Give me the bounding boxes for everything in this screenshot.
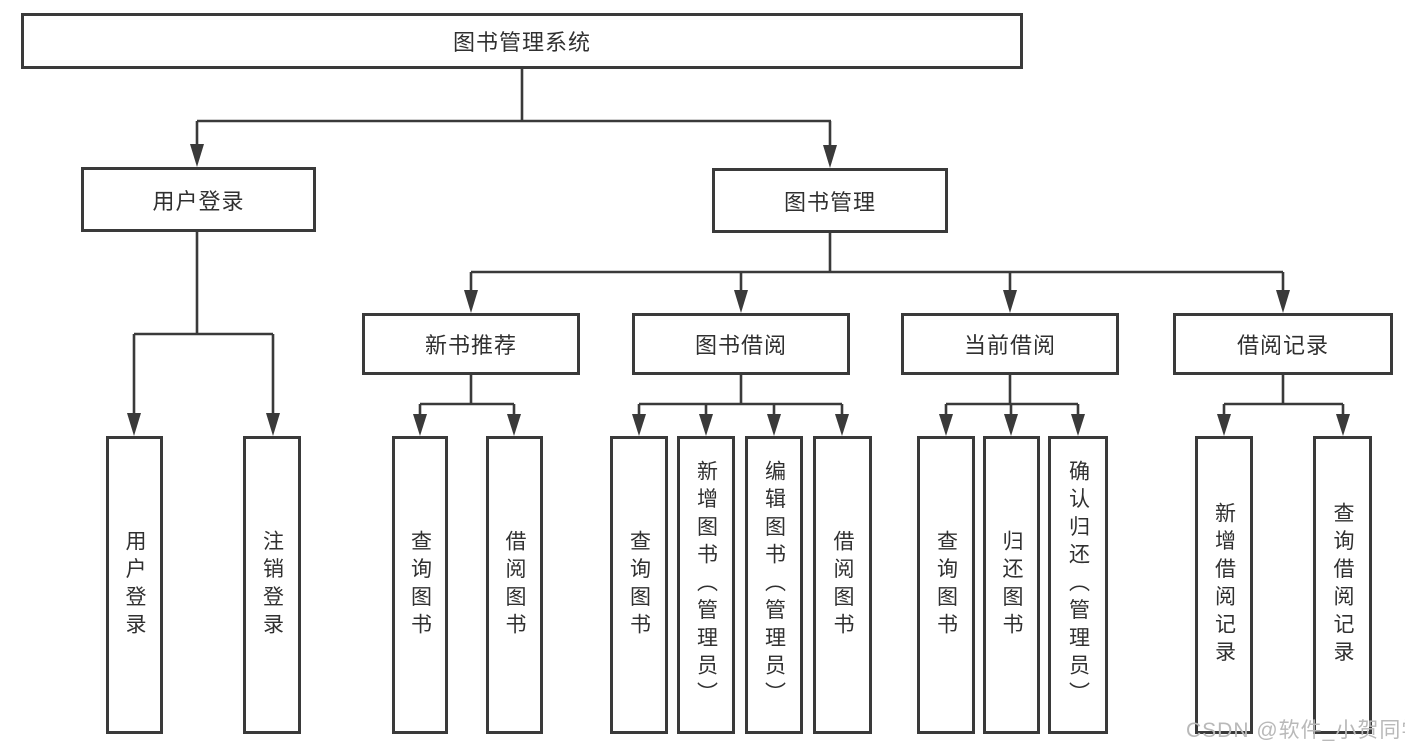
node-user-login: 用户登录 [81,167,316,232]
leaf-logout: 注销登录 [243,436,301,734]
leaf-cb-return-books-label: 归还图书 [1000,529,1023,641]
leaf-br-query-record: 查询借阅记录 [1313,436,1372,734]
leaf-bb-query-books-label: 查询图书 [627,529,651,641]
leaf-cb-query-books-label: 查询图书 [934,529,958,641]
leaf-bb-add-books-admin: 新增图书（管理员） [677,436,735,734]
leaf-user-login: 用户登录 [106,436,163,734]
leaf-cb-return-books: 归还图书 [983,436,1040,734]
node-book-management: 图书管理 [712,168,948,233]
leaf-user-login-label: 用户登录 [123,529,146,641]
leaf-nbr-borrow-books: 借阅图书 [486,436,543,734]
leaf-bb-borrow-books: 借阅图书 [813,436,872,734]
connector-borrow-records-to-leaves [1217,375,1350,436]
leaf-bb-query-books: 查询图书 [610,436,668,734]
connector-new-book-to-leaves [413,375,521,436]
leaf-nbr-query-books-label: 查询图书 [408,529,432,641]
node-current-borrow: 当前借阅 [901,313,1119,375]
leaf-cb-confirm-return-admin: 确认归还（管理员） [1048,436,1108,734]
leaf-nbr-borrow-books-label: 借阅图书 [503,529,526,641]
connector-book-borrow-to-leaves [632,373,849,436]
node-root-system: 图书管理系统 [21,13,1023,69]
leaf-bb-add-books-admin-label: 新增图书（管理员） [694,460,718,710]
connector-current-borrow-to-leaves [939,373,1085,436]
leaf-cb-confirm-return-admin-label: 确认归还（管理员） [1066,460,1090,710]
leaf-logout-label: 注销登录 [260,529,284,641]
node-borrow-records: 借阅记录 [1173,313,1393,375]
node-new-book-recommend: 新书推荐 [362,313,580,375]
connector-user-login-to-leaves [127,232,280,436]
leaf-br-add-record-label: 新增借阅记录 [1212,501,1236,669]
leaf-bb-edit-books-admin-label: 编辑图书（管理员） [762,460,786,710]
leaf-cb-query-books: 查询图书 [917,436,975,734]
leaf-nbr-query-books: 查询图书 [392,436,448,734]
connector-book-management-to-level3 [464,233,1290,313]
csdn-watermark: CSDN @软件_小贺同学 [1186,719,1405,742]
leaf-bb-borrow-books-label: 借阅图书 [831,529,854,641]
leaf-br-add-record: 新增借阅记录 [1195,436,1253,734]
leaf-bb-edit-books-admin: 编辑图书（管理员） [745,436,803,734]
connector-root-to-level2 [190,69,837,168]
node-book-borrow: 图书借阅 [632,313,850,375]
leaf-br-query-record-label: 查询借阅记录 [1331,501,1354,669]
